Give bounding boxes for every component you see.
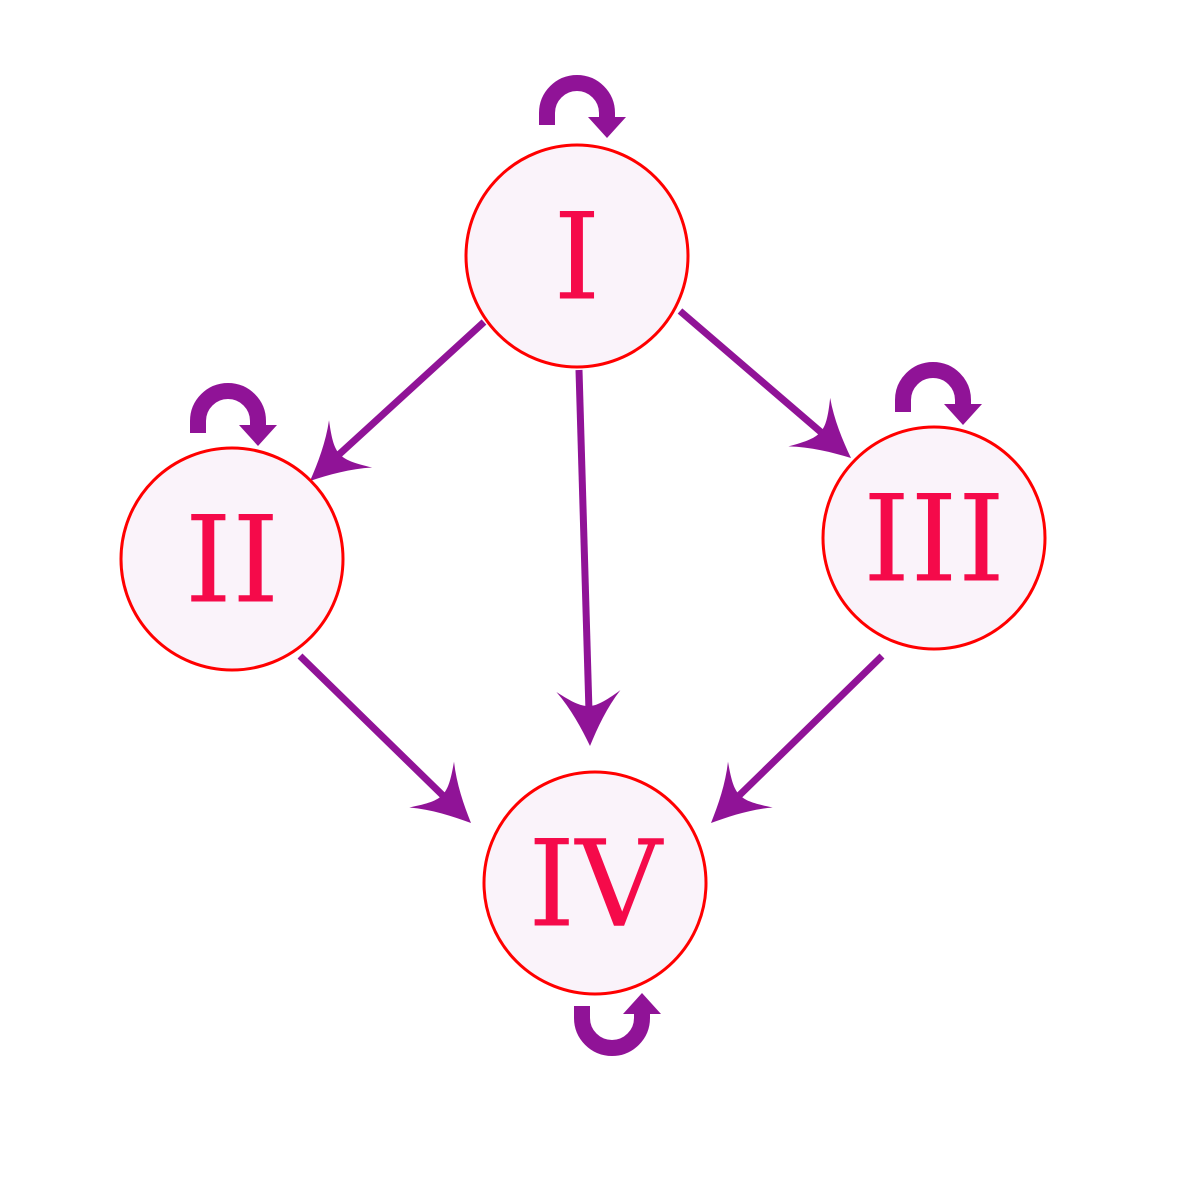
edge-line xyxy=(329,319,487,464)
edge-III-to-IV xyxy=(711,653,885,823)
node-label: II xyxy=(185,492,280,631)
node-label: III xyxy=(863,471,1005,610)
self-loop-arrow-icon-IV xyxy=(574,993,661,1056)
node-III: III xyxy=(821,425,1047,651)
arrowhead-icon xyxy=(788,397,851,458)
edge-I-to-II xyxy=(310,319,487,481)
loop-arrowhead-icon xyxy=(623,993,661,1014)
node-label: I xyxy=(553,189,600,328)
edge-line xyxy=(297,653,452,805)
node-label: IV xyxy=(528,816,664,955)
self-loops xyxy=(190,75,982,1056)
loop-arc xyxy=(895,362,971,412)
arrowhead-icon xyxy=(556,690,621,746)
node-II: II xyxy=(119,446,345,672)
arrowhead-icon xyxy=(310,420,373,481)
edge-I-to-III xyxy=(677,308,851,458)
self-loop-arrow-icon-II xyxy=(190,383,277,446)
edge-line xyxy=(730,653,885,805)
node-IV: IV xyxy=(482,770,708,996)
self-loop-arrow-icon-I xyxy=(539,75,626,138)
loop-arc xyxy=(190,383,266,433)
node-I: I xyxy=(464,143,690,369)
edge-II-to-IV xyxy=(297,653,471,823)
loop-arc xyxy=(539,75,615,125)
node-circle xyxy=(821,425,1047,651)
self-loop-arrow-icon-III xyxy=(895,362,982,425)
loop-arrowhead-icon xyxy=(239,425,277,446)
arrowhead-icon xyxy=(711,761,773,823)
edge-line xyxy=(677,308,831,442)
loop-arrowhead-icon xyxy=(944,404,982,425)
node-circle xyxy=(119,446,345,672)
edge-line xyxy=(575,369,593,717)
edges xyxy=(297,308,885,823)
loop-arc xyxy=(574,1006,650,1056)
node-circle xyxy=(482,770,708,996)
arrowhead-icon xyxy=(409,761,471,823)
node-circle xyxy=(464,143,690,369)
edge-I-to-IV xyxy=(556,369,621,746)
loop-arrowhead-icon xyxy=(588,117,626,138)
